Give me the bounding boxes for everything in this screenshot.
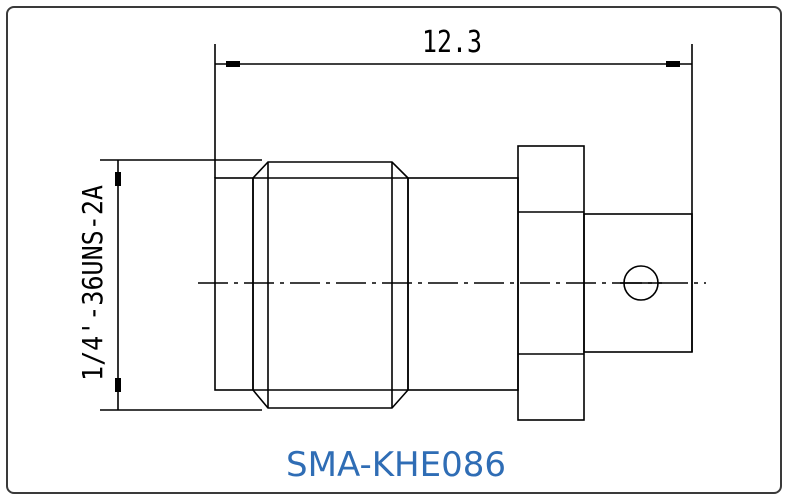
arrow-left — [226, 61, 240, 67]
arrow-right — [666, 61, 680, 67]
part-number-label: SMA-KHE086 — [286, 445, 506, 485]
connector-body — [214, 145, 693, 421]
thread-arrow-top — [115, 172, 121, 186]
length-value: 12.3 — [422, 25, 482, 60]
length-dimension: 12.3 — [214, 25, 693, 352]
thread-spec: 1/4'-36UNS-2A — [76, 185, 109, 381]
thread-dimension: 1/4'-36UNS-2A — [76, 159, 262, 411]
body-section — [407, 177, 519, 391]
rear-sleeve — [214, 177, 254, 391]
thread-arrow-bottom — [115, 378, 121, 392]
drawing-frame — [6, 6, 782, 494]
coupling-nut — [252, 161, 409, 409]
